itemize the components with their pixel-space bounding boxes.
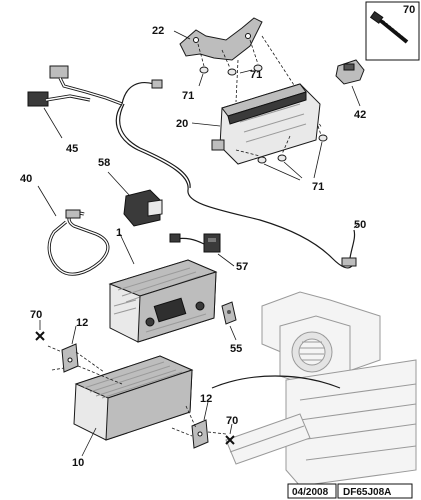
- footer-date: 04/2008: [292, 487, 329, 498]
- callout-55: 55: [230, 343, 242, 355]
- callout-57: 57: [236, 261, 248, 273]
- plug-57: [169, 233, 221, 253]
- date-box: [287, 483, 337, 499]
- vehicle-dashboard: [225, 291, 417, 487]
- card-55: [221, 301, 237, 325]
- callout-45: 45: [66, 143, 78, 155]
- callout-70-left: 70: [30, 309, 42, 321]
- module-58: [123, 189, 163, 227]
- callout-70-right: 70: [226, 415, 238, 427]
- screw-70-right: [225, 435, 235, 445]
- screw-70-left: [35, 331, 45, 341]
- bracket-22: [179, 17, 263, 61]
- bracket-12-left: [61, 343, 79, 373]
- connector-50: [341, 229, 357, 267]
- screw-icon: [369, 10, 409, 44]
- amplifier-10: [73, 355, 194, 441]
- connector-42: [335, 59, 365, 85]
- screws-71-bottom: [257, 134, 328, 164]
- footer: 04/2008 DF65J08A: [287, 483, 413, 499]
- callout-71-a: 71: [250, 69, 262, 81]
- callout-12-right: 12: [200, 393, 212, 405]
- callout-10: 10: [72, 457, 84, 469]
- callout-12-left: 12: [76, 317, 88, 329]
- screw-inset-box: 70: [365, 1, 420, 61]
- screws-71-top: [199, 64, 263, 76]
- callout-58: 58: [98, 157, 110, 169]
- callout-1: 1: [116, 227, 122, 239]
- footer-reference: DF65J08A: [343, 487, 391, 498]
- harness-45: [27, 65, 163, 107]
- callout-22: 22: [152, 25, 164, 37]
- callout-71-b: 71: [182, 90, 194, 102]
- callout-40: 40: [20, 173, 32, 185]
- callout-20: 20: [176, 118, 188, 130]
- radio-unit-1: [108, 259, 218, 343]
- unit-20: [211, 83, 321, 165]
- reference-box: [337, 483, 413, 499]
- callout-71-c: 71: [312, 181, 324, 193]
- callout-42: 42: [354, 109, 366, 121]
- callout-50: 50: [354, 219, 366, 231]
- callout-70-inset: 70: [403, 4, 415, 16]
- antenna-cable-40: [47, 209, 110, 276]
- bracket-12-right: [191, 419, 209, 449]
